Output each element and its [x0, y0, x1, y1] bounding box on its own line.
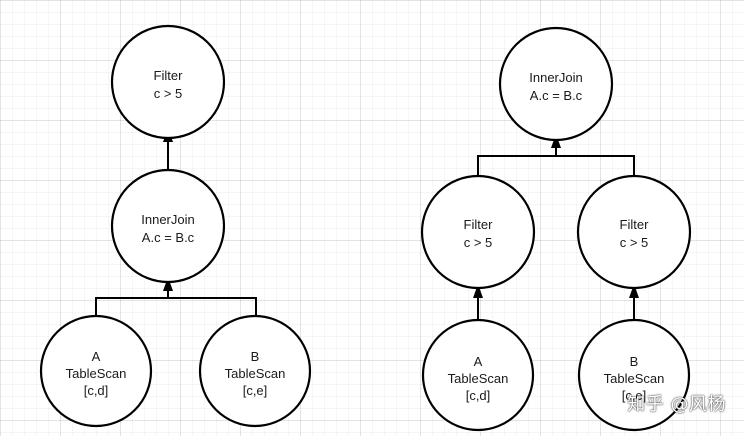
node-label: TableScan: [225, 366, 286, 381]
node-label: TableScan: [448, 371, 509, 386]
node-label: A: [474, 354, 483, 369]
node-label: Filter: [620, 217, 650, 232]
arrowhead-left-join: [163, 277, 173, 291]
node-label: Filter: [464, 217, 494, 232]
left-scan-a-node: A TableScan [c,d]: [39, 314, 153, 428]
arrowhead-right-filter-a: [473, 284, 483, 298]
edge-right-filters-to-join: [477, 155, 635, 176]
node-label: B: [251, 349, 260, 364]
node-label: B: [630, 354, 639, 369]
left-scan-b-node: B TableScan [c,e]: [198, 314, 312, 428]
node-label: [c,d]: [84, 383, 109, 398]
node-label: c > 5: [154, 86, 183, 101]
right-scan-a-node: A TableScan [c,d]: [421, 318, 535, 432]
node-label: [c,e]: [622, 388, 647, 403]
node-label: Filter: [154, 68, 184, 83]
node-label: A: [92, 349, 101, 364]
node-label: TableScan: [604, 371, 665, 386]
edge-left-scans-to-join: [95, 297, 257, 318]
node-label: InnerJoin: [529, 70, 582, 85]
node-label: c > 5: [464, 235, 493, 250]
right-join-node: InnerJoin A.c = B.c: [498, 26, 614, 142]
arrowhead-right-filter-b: [629, 284, 639, 298]
right-scan-b-node: B TableScan [c,e]: [577, 318, 691, 432]
node-label: TableScan: [66, 366, 127, 381]
node-label: [c,e]: [243, 383, 268, 398]
right-filter-b-node: Filter c > 5: [576, 174, 692, 290]
left-join-node: InnerJoin A.c = B.c: [110, 168, 226, 284]
node-label: A.c = B.c: [142, 230, 195, 245]
left-filter-node: Filter c > 5: [110, 24, 226, 140]
right-filter-a-node: Filter c > 5: [420, 174, 536, 290]
node-label: InnerJoin: [141, 212, 194, 227]
node-label: A.c = B.c: [530, 88, 583, 103]
node-label: [c,d]: [466, 388, 491, 403]
watermark: 知乎 @风杨: [627, 394, 726, 415]
node-label: c > 5: [620, 235, 649, 250]
